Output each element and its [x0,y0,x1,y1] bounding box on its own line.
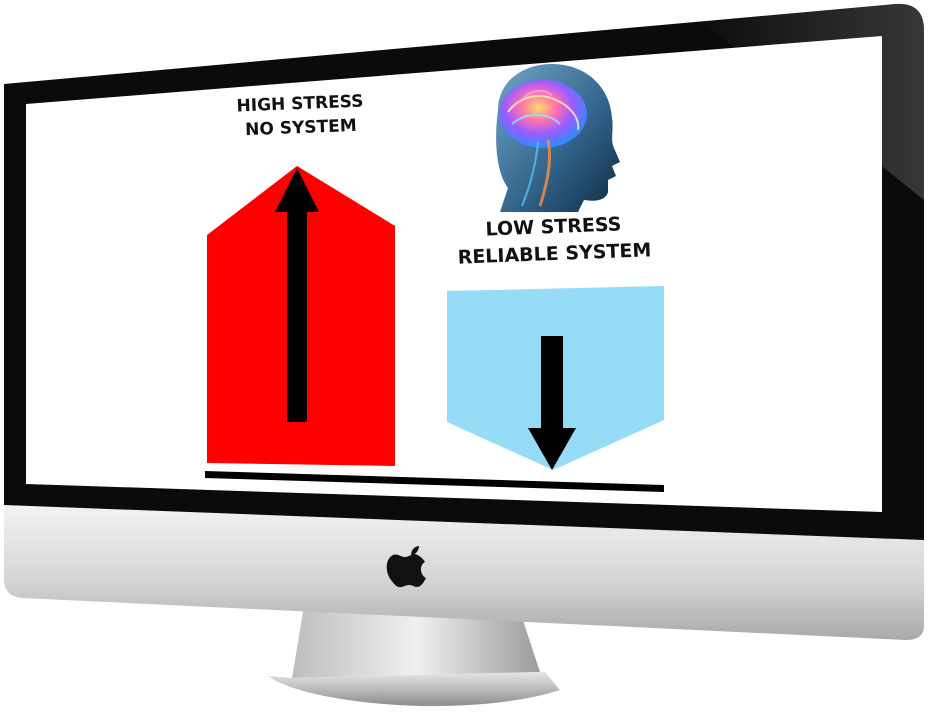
low-stress-label: LOW STRESS RELIABLE SYSTEM [439,210,669,273]
high-stress-label: HIGH STRESS NO SYSTEM [227,89,374,143]
screen-display [26,36,882,512]
down-arrow-shaft [541,336,563,436]
up-arrow-shaft [287,210,307,422]
